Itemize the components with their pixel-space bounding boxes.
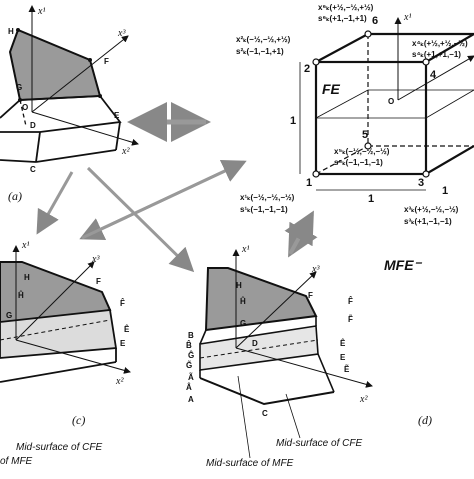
panel-d-point-a: A: [188, 395, 194, 404]
panel-a-box-edges: [0, 95, 122, 133]
panel-b-n4-x: x⁴ₖ(+½,+½,−½): [412, 39, 468, 48]
panel-c-point-h: H: [24, 273, 30, 282]
panel-c-x3-label: x³: [91, 254, 100, 265]
panel-d-point-g-tilde: G̃: [186, 361, 192, 370]
panel-a-point-g: G: [16, 83, 22, 92]
panel-c-point-f: F: [96, 277, 101, 286]
panel-b-dim-depth: 1: [442, 185, 448, 197]
panel-b-node-2: 2: [304, 63, 310, 75]
panel-a-caption: (a): [8, 189, 22, 203]
panel-a-x1-label: x¹: [37, 6, 45, 17]
panel-d-point-b-hat: B̂: [186, 341, 192, 350]
panel-a-point-e: E: [114, 111, 120, 120]
panel-c-mid-surface-mfe: of MFE: [0, 456, 33, 467]
panel-d-top-face: [204, 267, 318, 332]
panel-b-n2-s: s²ₖ(−1,−1,+1): [236, 47, 284, 56]
panel-c-mid-surface-cfe: Mid-surface of CFE: [16, 442, 102, 453]
panel-d-x1-label: x¹: [241, 244, 249, 255]
panel-b-n6-s: s⁶ₖ(+1,−1,+1): [318, 14, 367, 23]
panel-d-point-f-hat: F̂: [348, 297, 353, 306]
panel-b-node-1: 1: [306, 177, 312, 189]
panel-d-point-e-tilde: Ẽ: [344, 365, 350, 374]
panel-d: x¹ x³ x² MFE⁻ H Ĥ G F F̂ F̃ Ê E Ẽ B B̂ Ĝ…: [186, 244, 432, 469]
panel-d-point-h: H: [236, 281, 242, 290]
panel-a-point-f: F: [104, 57, 109, 66]
panel-d-point-d: D: [252, 339, 258, 348]
panel-c: x¹ x³ x² H F F̂ Ê E G Ĥ (c) Mid-surface …: [0, 240, 131, 467]
panel-a-point-h: H: [8, 27, 14, 36]
panel-b-n1-s: s¹ₖ(−1,−1,−1): [240, 205, 288, 214]
panel-c-x2-label: x²: [115, 376, 124, 387]
panel-d-x2-label: x²: [359, 394, 368, 405]
panel-d-point-h-hat: Ĥ: [240, 297, 246, 306]
panel-d-x3-label: x³: [311, 264, 320, 275]
panel-d-point-g: G: [240, 319, 246, 328]
panel-b-n5-s: s⁵ₖ(−1,−1,−1): [334, 158, 383, 167]
panel-d-point-e-hat: Ê: [340, 339, 346, 348]
panel-c-x1-label: x¹: [21, 240, 29, 251]
connector-arrows: [36, 102, 318, 273]
panel-b-n4-s: s⁴ₖ(+1,+1,−1): [412, 50, 461, 59]
panel-c-point-h-hat: Ĥ: [18, 291, 24, 300]
panel-d-mid-surface-cfe: Mid-surface of CFE: [276, 438, 362, 449]
panel-d-mid-surface-mfe: Mid-surface of MFE: [206, 458, 294, 469]
panel-a-point-c: C: [30, 165, 36, 174]
panel-b-origin: O: [388, 97, 394, 106]
panel-a-x2-label: x²: [121, 146, 130, 157]
panel-c-point-e-hat: Ê: [124, 325, 130, 334]
panel-b-node-4: 4: [430, 69, 437, 81]
panel-c-point-e: E: [120, 339, 126, 348]
panel-a-x3-label: x³: [117, 28, 126, 39]
panel-b-element-label: FE: [322, 81, 341, 97]
panel-d-point-b: B: [188, 331, 194, 340]
panel-b-n2-x: x²ₖ(−½,−½,+½): [236, 35, 291, 44]
panel-b-node-3: 3: [418, 177, 424, 189]
panel-b-x1-label: x¹: [403, 12, 411, 23]
panel-d-point-g-hat: Ĝ: [188, 351, 194, 360]
panel-d-point-f: F: [308, 291, 313, 300]
panel-b-node-6: 6: [372, 15, 378, 27]
panel-b-n5-x: x⁵ₖ(−½,−½,−½): [334, 147, 390, 156]
panel-b: x¹ O 1 1 1 1 2 3 4 5 6 FE x⁶ₖ(+½,−½,+½) …: [236, 3, 474, 226]
panel-c-point-f-hat: F̂: [120, 299, 125, 308]
panel-c-caption: (c): [72, 413, 85, 427]
panel-b-dim-width: 1: [368, 193, 374, 205]
panel-d-point-c: C: [262, 409, 268, 418]
panel-d-point-e: E: [340, 353, 346, 362]
panel-b-dim-height: 1: [290, 115, 296, 127]
panel-d-point-a-hat: Â: [186, 383, 192, 392]
panel-b-node-5: 5: [362, 129, 368, 141]
panel-d-point-f-tilde: F̃: [348, 315, 353, 324]
panel-b-n6-x: x⁶ₖ(+½,−½,+½): [318, 3, 374, 12]
panel-a-top-face: [8, 28, 102, 102]
panel-a-point-d: D: [30, 121, 36, 130]
panel-b-n1-x: x¹ₖ(−½,−½,−½): [240, 193, 295, 202]
panel-d-title: MFE⁻: [384, 257, 423, 273]
panel-a: x¹ x³ x² H F G O D E C (a): [0, 5, 139, 203]
panel-b-n3-x: x³ₖ(+½,−½,−½): [404, 205, 459, 214]
panel-d-point-a-tilde: Ã: [188, 373, 194, 382]
panel-d-caption: (d): [418, 413, 432, 427]
panel-b-n3-s: s³ₖ(+1,−1,−1): [404, 217, 452, 226]
panel-c-point-g: G: [6, 311, 12, 320]
panel-a-point-o: O: [22, 103, 28, 112]
